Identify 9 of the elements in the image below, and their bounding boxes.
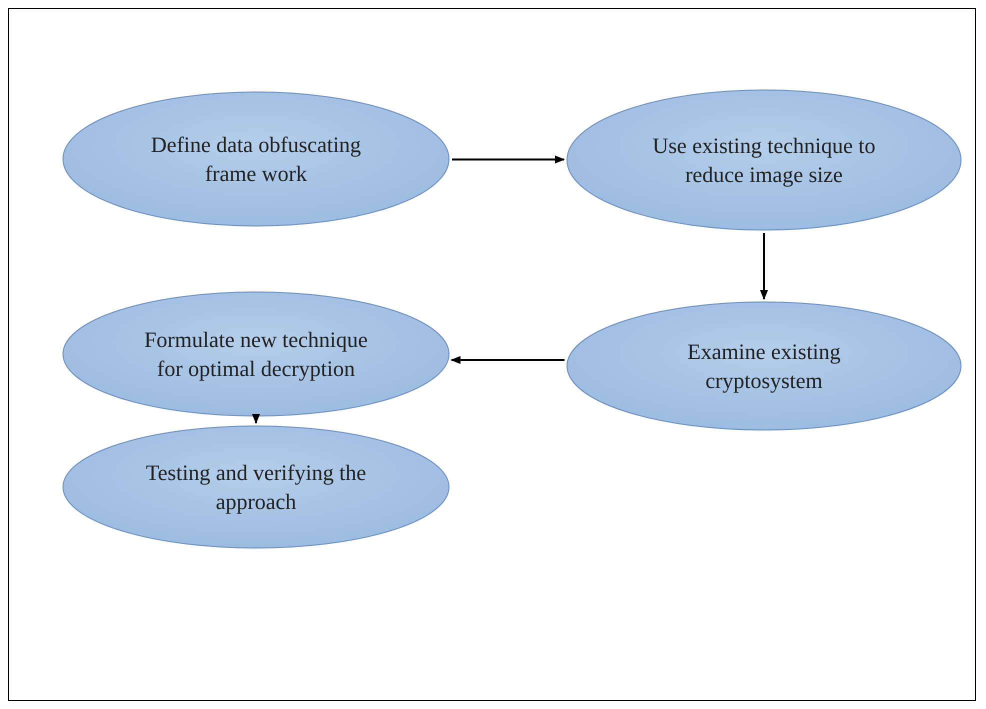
node-label: Define data obfuscating frame work	[150, 131, 362, 188]
node-label: Use existing technique to reduce image size	[651, 132, 876, 189]
arrow	[450, 356, 565, 364]
node-label: Formulate new technique for optimal decryption	[143, 326, 369, 383]
arrow	[760, 233, 768, 300]
node-label: Testing and verifying the approach	[144, 459, 368, 516]
arrow	[252, 414, 260, 424]
arrow	[452, 156, 565, 164]
node-label: Examine existing cryptosystem	[686, 338, 842, 395]
